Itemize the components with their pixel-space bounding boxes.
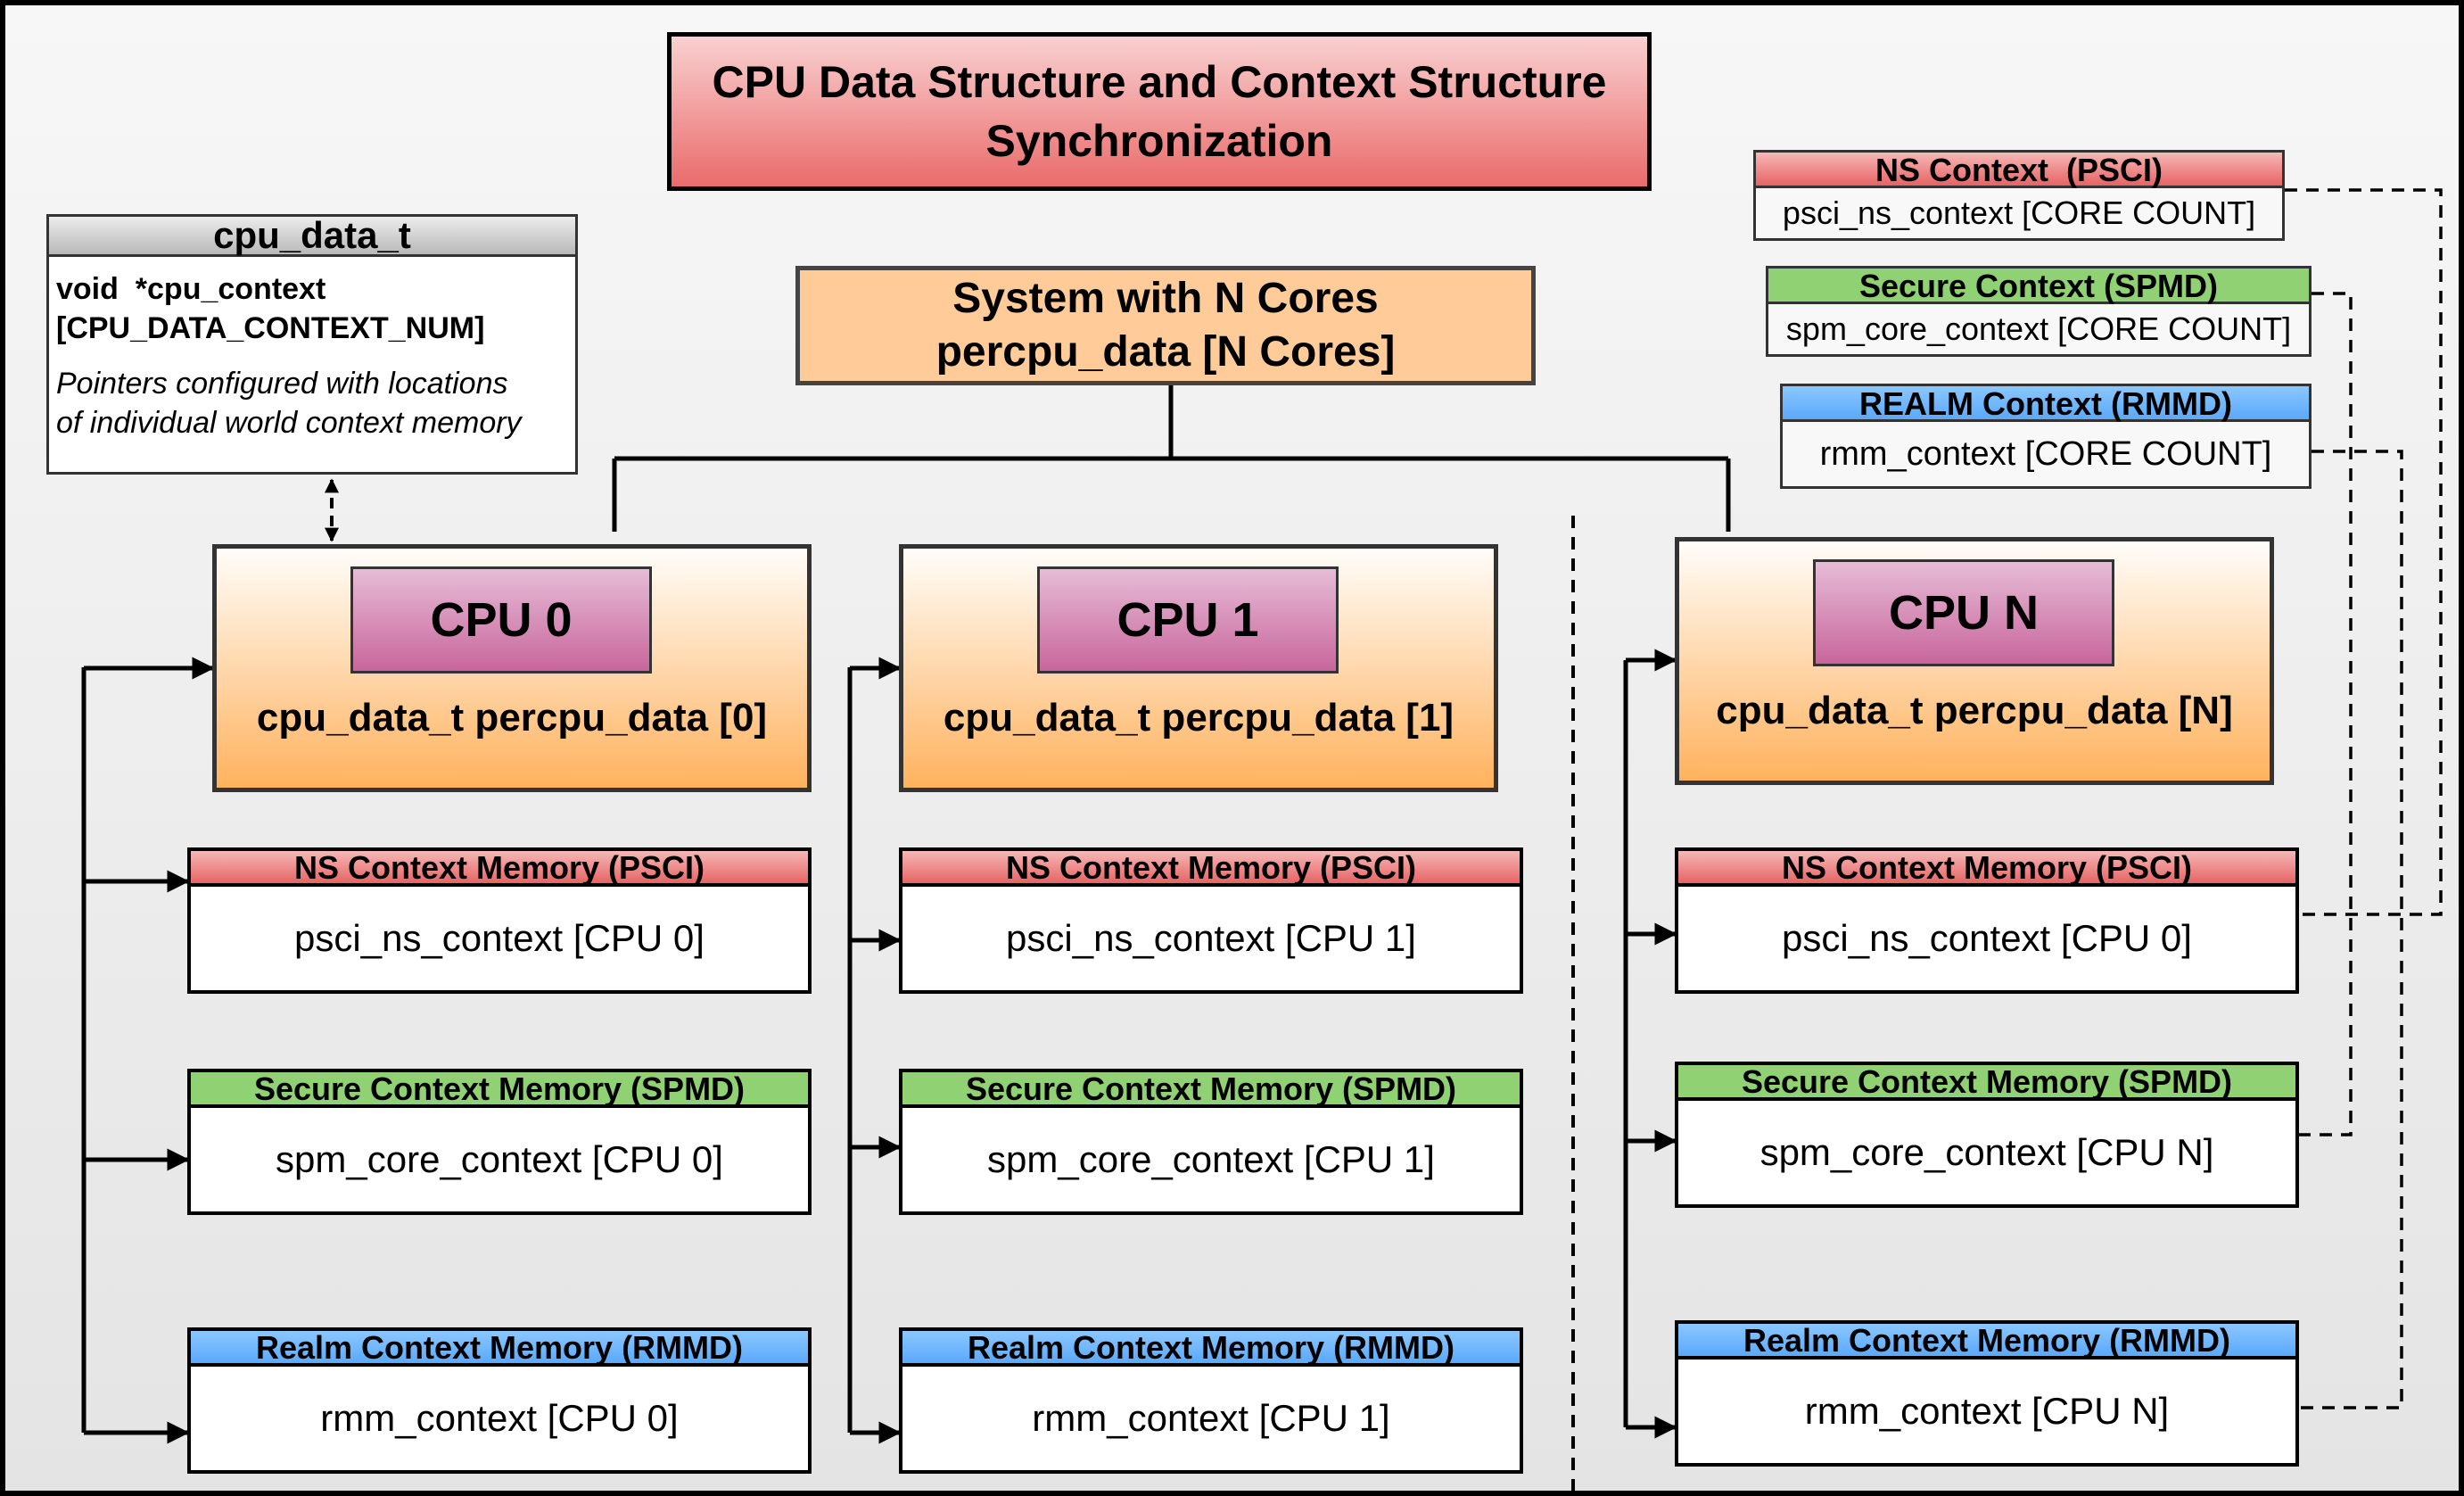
cpu-0-realm-context-memory: Realm Context Memory (RMMD) rmm_context … — [187, 1327, 812, 1474]
cpu-data-struct-header: cpu_data_t — [49, 217, 575, 257]
title-line-1: CPU Data Structure and Context Structure — [712, 57, 1607, 107]
global-secure-context-value: spm_core_context [CORE COUNT] — [1768, 304, 2309, 354]
cpu-1-bracket — [847, 657, 902, 1444]
global-secure-context-box: Secure Context (SPMD) spm_core_context [… — [1766, 266, 2312, 357]
cpu-data-struct-box: cpu_data_t void *cpu_context [CPU_DATA_C… — [46, 214, 578, 475]
title-line-2: Synchronization — [985, 116, 1333, 166]
cpu-0-ns-context-value: psci_ns_context [CPU 0] — [294, 917, 705, 959]
cpu-n-bracket — [1623, 649, 1677, 1439]
cpu-1-box: CPU 1 cpu_data_t percpu_data [1] — [899, 544, 1498, 792]
cpu-n-ns-context-memory: NS Context Memory (PSCI) psci_ns_context… — [1675, 847, 2299, 994]
cpu-0-ns-context-header: NS Context Memory (PSCI) — [191, 851, 808, 887]
cpu-n-ns-context-header: NS Context Memory (PSCI) — [1678, 851, 2295, 887]
cpu-0-secure-context-header: Secure Context Memory (SPMD) — [191, 1072, 808, 1108]
cpu-1-label: CPU 1 — [1037, 566, 1339, 674]
cpu-n-secure-context-header: Secure Context Memory (SPMD) — [1678, 1065, 2295, 1101]
cpu-1-secure-context-value: spm_core_context [CPU 1] — [987, 1138, 1435, 1180]
cpu-n-label: CPU N — [1813, 559, 2114, 666]
cpu-0-bracket — [81, 657, 215, 1444]
global-secure-context-header: Secure Context (SPMD) — [1768, 269, 2309, 304]
cpu-context-note-line-1: Pointers configured with locations — [56, 367, 508, 401]
global-ns-context-box: NS Context (PSCI) psci_ns_context [CORE … — [1753, 150, 2285, 241]
cpu-context-field-line-2: [CPU_DATA_CONTEXT_NUM] — [56, 311, 485, 345]
cpu-1-percpu-data: cpu_data_t percpu_data [1] — [943, 696, 1455, 740]
global-realm-context-box: REALM Context (RMMD) rmm_context [CORE C… — [1780, 384, 2312, 489]
cpu-1-realm-context-header: Realm Context Memory (RMMD) — [902, 1331, 1520, 1367]
system-line-1: System with N Cores — [952, 275, 1379, 322]
cpu-n-percpu-data: cpu_data_t percpu_data [N] — [1716, 689, 2233, 732]
cpu-n-realm-context-header: Realm Context Memory (RMMD) — [1678, 1324, 2295, 1360]
cpu-0-percpu-data: cpu_data_t percpu_data [0] — [256, 696, 768, 740]
cpu-1-ns-context-value: psci_ns_context [CPU 1] — [1006, 917, 1416, 959]
cpu-1-ns-context-header: NS Context Memory (PSCI) — [902, 851, 1520, 887]
cpu-context-note: Pointers configured with locations of in… — [49, 348, 575, 442]
cpu-n-ns-context-value: psci_ns_context [CPU 0] — [1782, 917, 2192, 959]
cpu-n-realm-context-memory: Realm Context Memory (RMMD) rmm_context … — [1675, 1320, 2299, 1467]
cpu-0-realm-context-value: rmm_context [CPU 0] — [320, 1397, 679, 1439]
cpu-1-ns-context-memory: NS Context Memory (PSCI) psci_ns_context… — [899, 847, 1523, 994]
cpu-context-field-line-1: void *cpu_context — [56, 272, 326, 306]
cpu-1-secure-context-header: Secure Context Memory (SPMD) — [902, 1072, 1520, 1108]
connector-layer — [81, 188, 2443, 1491]
global-ns-context-value: psci_ns_context [CORE COUNT] — [1756, 188, 2282, 238]
global-ns-context-header: NS Context (PSCI) — [1756, 153, 2282, 188]
cpu-n-box: CPU N cpu_data_t percpu_data [N] — [1675, 537, 2274, 785]
cpu-1-realm-context-memory: Realm Context Memory (RMMD) rmm_context … — [899, 1327, 1523, 1474]
cpu-0-secure-context-memory: Secure Context Memory (SPMD) spm_core_co… — [187, 1069, 812, 1215]
system-line-2: percpu_data [N Cores] — [935, 328, 1396, 376]
cpu-n-secure-context-memory: Secure Context Memory (SPMD) spm_core_co… — [1675, 1062, 2299, 1208]
cpu-0-secure-context-value: spm_core_context [CPU 0] — [276, 1138, 723, 1180]
global-realm-context-header: REALM Context (RMMD) — [1783, 386, 2309, 422]
cpu-n-realm-context-value: rmm_context [CPU N] — [1804, 1390, 2170, 1432]
cpu-1-secure-context-memory: Secure Context Memory (SPMD) spm_core_co… — [899, 1069, 1523, 1215]
global-realm-context-value: rmm_context [CORE COUNT] — [1783, 422, 2309, 486]
system-box: System with N Cores percpu_data [N Cores… — [795, 266, 1536, 385]
cpu-0-label: CPU 0 — [350, 566, 652, 674]
cpu-context-field: void *cpu_context [CPU_DATA_CONTEXT_NUM] — [49, 257, 575, 348]
cpu-0-realm-context-header: Realm Context Memory (RMMD) — [191, 1331, 808, 1367]
cpu-context-note-line-2: of individual world context memory — [56, 406, 522, 440]
cpu-1-realm-context-value: rmm_context [CPU 1] — [1032, 1397, 1390, 1439]
global-context-links — [2285, 188, 2443, 1409]
diagram-title: CPU Data Structure and Context Structure… — [667, 32, 1652, 191]
cpu-0-ns-context-memory: NS Context Memory (PSCI) psci_ns_context… — [187, 847, 812, 994]
cpu-0-box: CPU 0 cpu_data_t percpu_data [0] — [212, 544, 812, 792]
cpu-n-secure-context-value: spm_core_context [CPU N] — [1759, 1131, 2214, 1173]
system-tree-connector — [612, 385, 1731, 532]
